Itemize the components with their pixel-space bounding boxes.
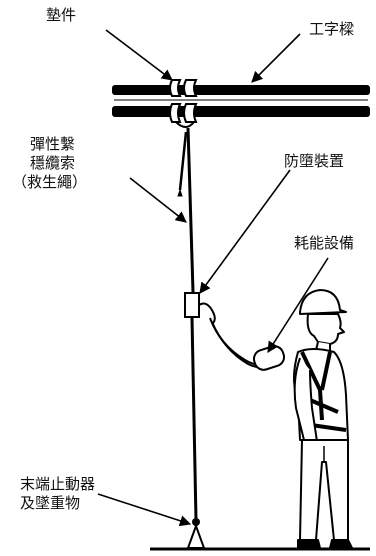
worker: [293, 289, 353, 549]
label-end-stop-line2: 及墜重物: [20, 494, 81, 512]
label-energy-absorber: 耗能設備: [294, 234, 355, 252]
i-beam: [112, 85, 370, 117]
label-lifeline-line2: 穩纜索: [30, 154, 76, 172]
label-fall-arrester: 防墮裝置: [284, 152, 345, 170]
end-stop-weight: [186, 518, 206, 549]
label-i-beam: 工字樑: [309, 20, 355, 38]
energy-absorber: [198, 302, 286, 371]
pad-clamp: [169, 79, 198, 128]
hard-hat: [299, 289, 347, 315]
lifeline-rope: [177, 127, 198, 521]
label-lifeline-line3: （救生繩）: [12, 173, 88, 191]
leader-arrows: [97, 29, 329, 527]
fall-arrester: [184, 292, 200, 318]
label-lifeline-line1: 彈性繫: [30, 135, 76, 153]
label-lifeline: 彈性繫 穩纜索 （救生繩）: [12, 135, 101, 192]
label-end-stop-line1: 末端止動器: [20, 475, 96, 493]
label-pad: 墊件: [46, 6, 77, 24]
label-end-stop: 末端止動器 及墜重物: [20, 475, 95, 513]
